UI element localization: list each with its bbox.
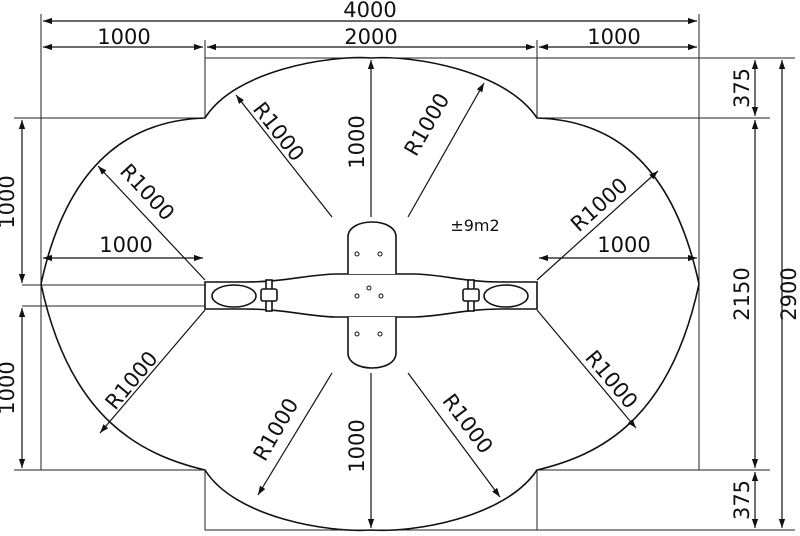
dim-top-depth: 375 [730,68,754,108]
area-label: ±9m2 [450,216,499,235]
radius-top-left: R1000 [248,97,309,165]
dim-left-lower: 1000 [0,361,19,414]
radius-leader [99,309,206,434]
dim-left-width: 1000 [97,25,150,49]
radius-leader [407,372,501,498]
left-handle [260,279,278,312]
radius-lower-left: R1000 [101,347,163,415]
radius-leader [257,372,333,496]
radius-upper-left: R1000 [115,159,179,225]
radius-leader [536,170,659,281]
radius-bottom-right: R1000 [438,389,498,458]
dim-overall-width: 4000 [343,0,396,22]
right-seat [483,284,529,308]
dim-center-up: 1000 [345,115,369,168]
pivot-base-upper [347,221,397,274]
dim-middle-width: 2000 [344,25,397,49]
radius-leader [407,82,485,218]
dim-right-width: 1000 [587,25,640,49]
dim-overall-depth: 2900 [777,267,800,320]
left-seat [211,284,257,308]
dim-inner-left-offset: 1000 [99,233,152,257]
right-handle [462,279,480,312]
dim-bottom-depth: 375 [730,480,754,520]
radius-leader [235,94,333,218]
dim-middle-depth: 2150 [730,267,754,320]
radius-lower-right: R1000 [580,346,642,414]
radius-leader [97,165,206,281]
bolt-holes [354,251,384,337]
radius-upper-right: R1000 [566,173,633,236]
radius-bottom-left: R1000 [249,394,304,465]
seesaw-beam [204,273,538,318]
dim-inner-right-offset: 1000 [597,233,650,257]
radius-leader [536,309,637,429]
dim-left-upper: 1000 [0,175,19,228]
impact-area-outline [40,56,700,532]
dim-center-down: 1000 [345,419,369,472]
pivot-base-lower [347,317,397,369]
